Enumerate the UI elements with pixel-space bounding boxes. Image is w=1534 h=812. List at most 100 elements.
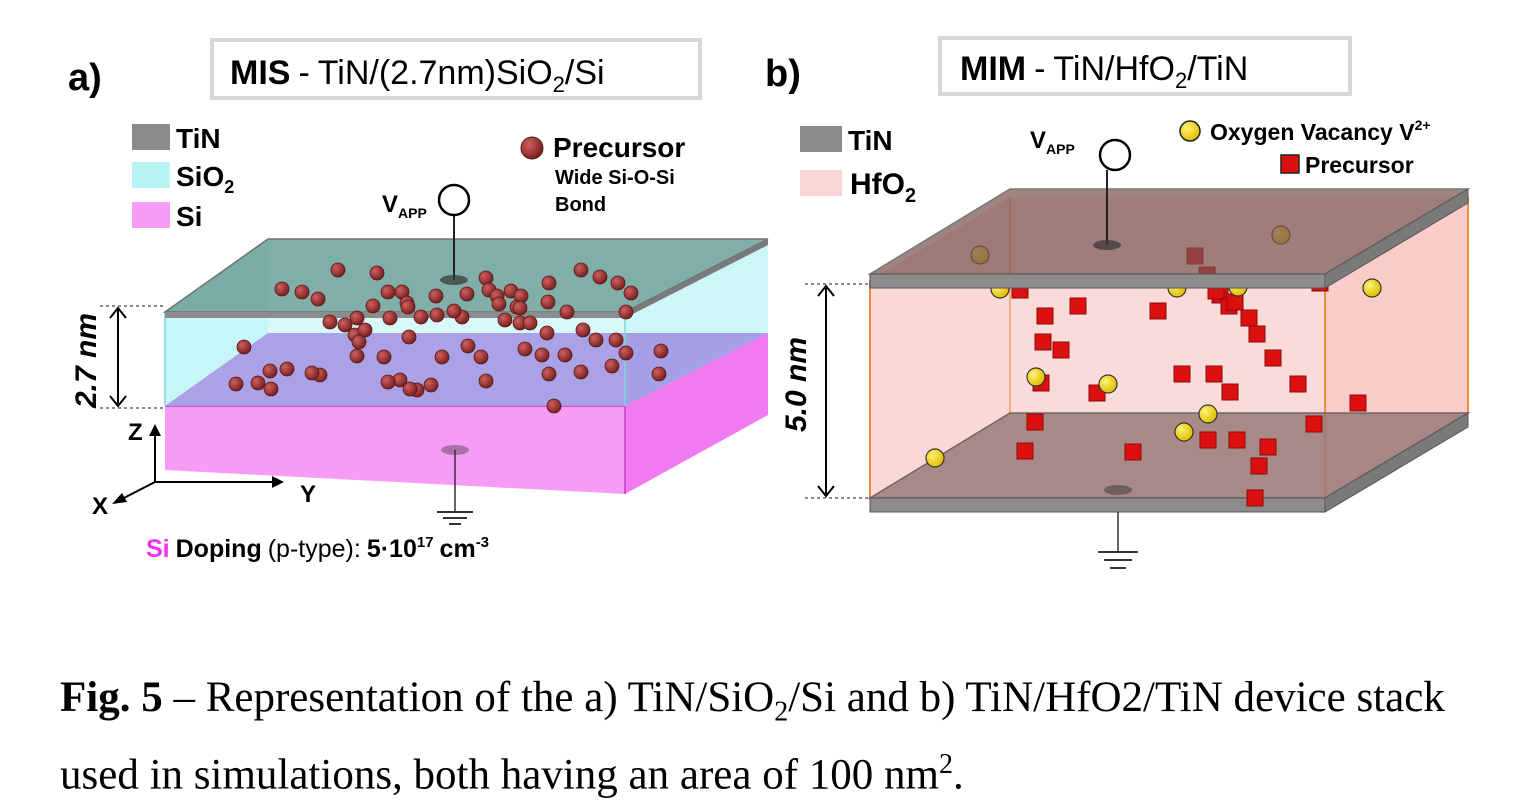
precursor-particle	[236, 339, 252, 355]
axes-indicator: Z X Y	[92, 419, 316, 520]
precursor-square	[1221, 383, 1239, 401]
precursor-square	[1199, 431, 1217, 449]
precursor-particle	[588, 332, 604, 348]
precursor-particle	[541, 366, 557, 382]
precursor-particle	[573, 262, 589, 278]
precursor-particle	[491, 296, 507, 312]
figure-caption: Fig. 5 – Representation of the a) TiN/Si…	[60, 672, 1520, 801]
tin-bottom-plate-b	[867, 412, 1471, 513]
precursor-particle	[330, 262, 346, 278]
panel-a-legend: TiN SiO2 Si	[132, 123, 234, 232]
precursor-square	[1052, 341, 1070, 359]
vapp-terminal-a: VAPP	[382, 183, 471, 285]
precursor-particle	[369, 265, 385, 281]
precursor-particle	[294, 284, 310, 300]
precursor-particle	[423, 377, 439, 393]
panel-b: b) MIM-TiN/HfO2/TiN TiN HfO2 Oxygen Vaca…	[765, 36, 1471, 569]
precursor-square	[1205, 365, 1223, 383]
precursor-legend-line3: Bond	[555, 194, 606, 216]
oxygen-vacancy-particle	[1174, 422, 1194, 442]
precursor-square	[1264, 349, 1282, 367]
vapp-label-b: VAPP	[1030, 127, 1075, 157]
precursor-particle	[401, 329, 417, 345]
precursor-legend-label: Precursor	[553, 132, 685, 163]
legend-tin-swatch-b	[800, 126, 842, 152]
precursor-legend-icon	[520, 136, 544, 160]
vapp-circle-icon	[437, 183, 471, 217]
precursor-square	[1349, 394, 1367, 412]
precursor-particle	[349, 310, 365, 326]
legend-hfo2-label: HfO2	[850, 168, 916, 207]
precursor-legend-label-b: Precursor	[1305, 152, 1414, 178]
oxygen-vacancy-legend-icon	[1179, 120, 1201, 142]
panel-a-letter: a)	[68, 57, 102, 99]
precursor-square	[1016, 442, 1034, 460]
axis-z-label: Z	[128, 419, 143, 446]
precursor-square	[1259, 438, 1277, 456]
precursor-particle	[557, 347, 573, 363]
precursor-square	[1036, 307, 1054, 325]
ground-icon-b	[1098, 485, 1138, 569]
precursor-particle	[434, 349, 450, 365]
precursor-square	[1248, 325, 1266, 343]
precursor-square	[1124, 443, 1142, 461]
vapp-circle-icon-b	[1098, 138, 1132, 172]
legend-tin-label: TiN	[176, 123, 221, 154]
precursor-particle	[651, 366, 667, 382]
precursor-particle	[478, 373, 494, 389]
legend-si-label: Si	[176, 201, 202, 232]
precursor-particle	[534, 347, 550, 363]
precursor-particle	[304, 365, 320, 381]
precursor-particle	[337, 317, 353, 333]
thickness-dimension-b: 5.0 nm	[780, 283, 870, 499]
precursor-particle	[653, 343, 669, 359]
precursor-particle	[382, 310, 398, 326]
panel-a-title: MIS-TiN/(2.7nm)SiO2/Si	[230, 54, 605, 97]
precursor-particle	[539, 325, 555, 341]
precursor-particle	[402, 381, 418, 397]
caption-sup: 2	[938, 748, 953, 780]
precursor-particle	[380, 284, 396, 300]
axis-x-label: X	[92, 493, 108, 520]
precursor-square	[1034, 333, 1052, 351]
precursor-particle	[546, 398, 562, 414]
precursor-square	[1026, 413, 1044, 431]
precursor-particle	[376, 349, 392, 365]
thickness-label-b: 5.0 nm	[780, 337, 813, 432]
precursor-particle	[250, 375, 266, 391]
sio2-layer	[164, 239, 768, 406]
legend-tin-swatch	[132, 124, 170, 150]
precursor-particle	[263, 381, 279, 397]
precursor-particle	[512, 300, 528, 316]
precursor-particle	[623, 285, 639, 301]
caption-text-2: /Si and b) TiN/HfO2/TiN device stack use…	[60, 674, 1445, 798]
legend-tin-label-b: TiN	[848, 125, 893, 156]
precursor-particle	[618, 304, 634, 320]
legend-sio2-swatch	[132, 162, 170, 188]
precursor-square	[1240, 309, 1258, 327]
precursor-particle	[522, 315, 538, 331]
precursor-square	[1246, 489, 1264, 507]
tin-top-plate-b	[867, 188, 1471, 289]
panel-b-title: MIM-TiN/HfO2/TiN	[960, 50, 1248, 93]
precursor-particle	[573, 364, 589, 380]
panel-a-precursors	[228, 262, 669, 414]
caption-fig-label: Fig. 5	[60, 674, 163, 721]
caption-text-1: – Representation of the a) TiN/SiO	[162, 674, 775, 721]
precursor-square	[1250, 457, 1268, 475]
precursor-particle	[279, 361, 295, 377]
precursor-particle	[446, 303, 462, 319]
precursor-particle	[608, 332, 624, 348]
legend-hfo2-swatch	[800, 170, 842, 196]
panel-a-title-box	[210, 38, 702, 100]
precursor-particle	[592, 269, 608, 285]
precursor-particle	[310, 291, 326, 307]
caption-sub: 2	[774, 696, 789, 728]
vapp-terminal-b: VAPP	[1030, 127, 1132, 250]
precursor-particle	[575, 322, 591, 338]
oxygen-vacancy-particle	[1026, 367, 1046, 387]
precursor-particle	[365, 298, 381, 314]
precursor-square	[1149, 302, 1167, 320]
